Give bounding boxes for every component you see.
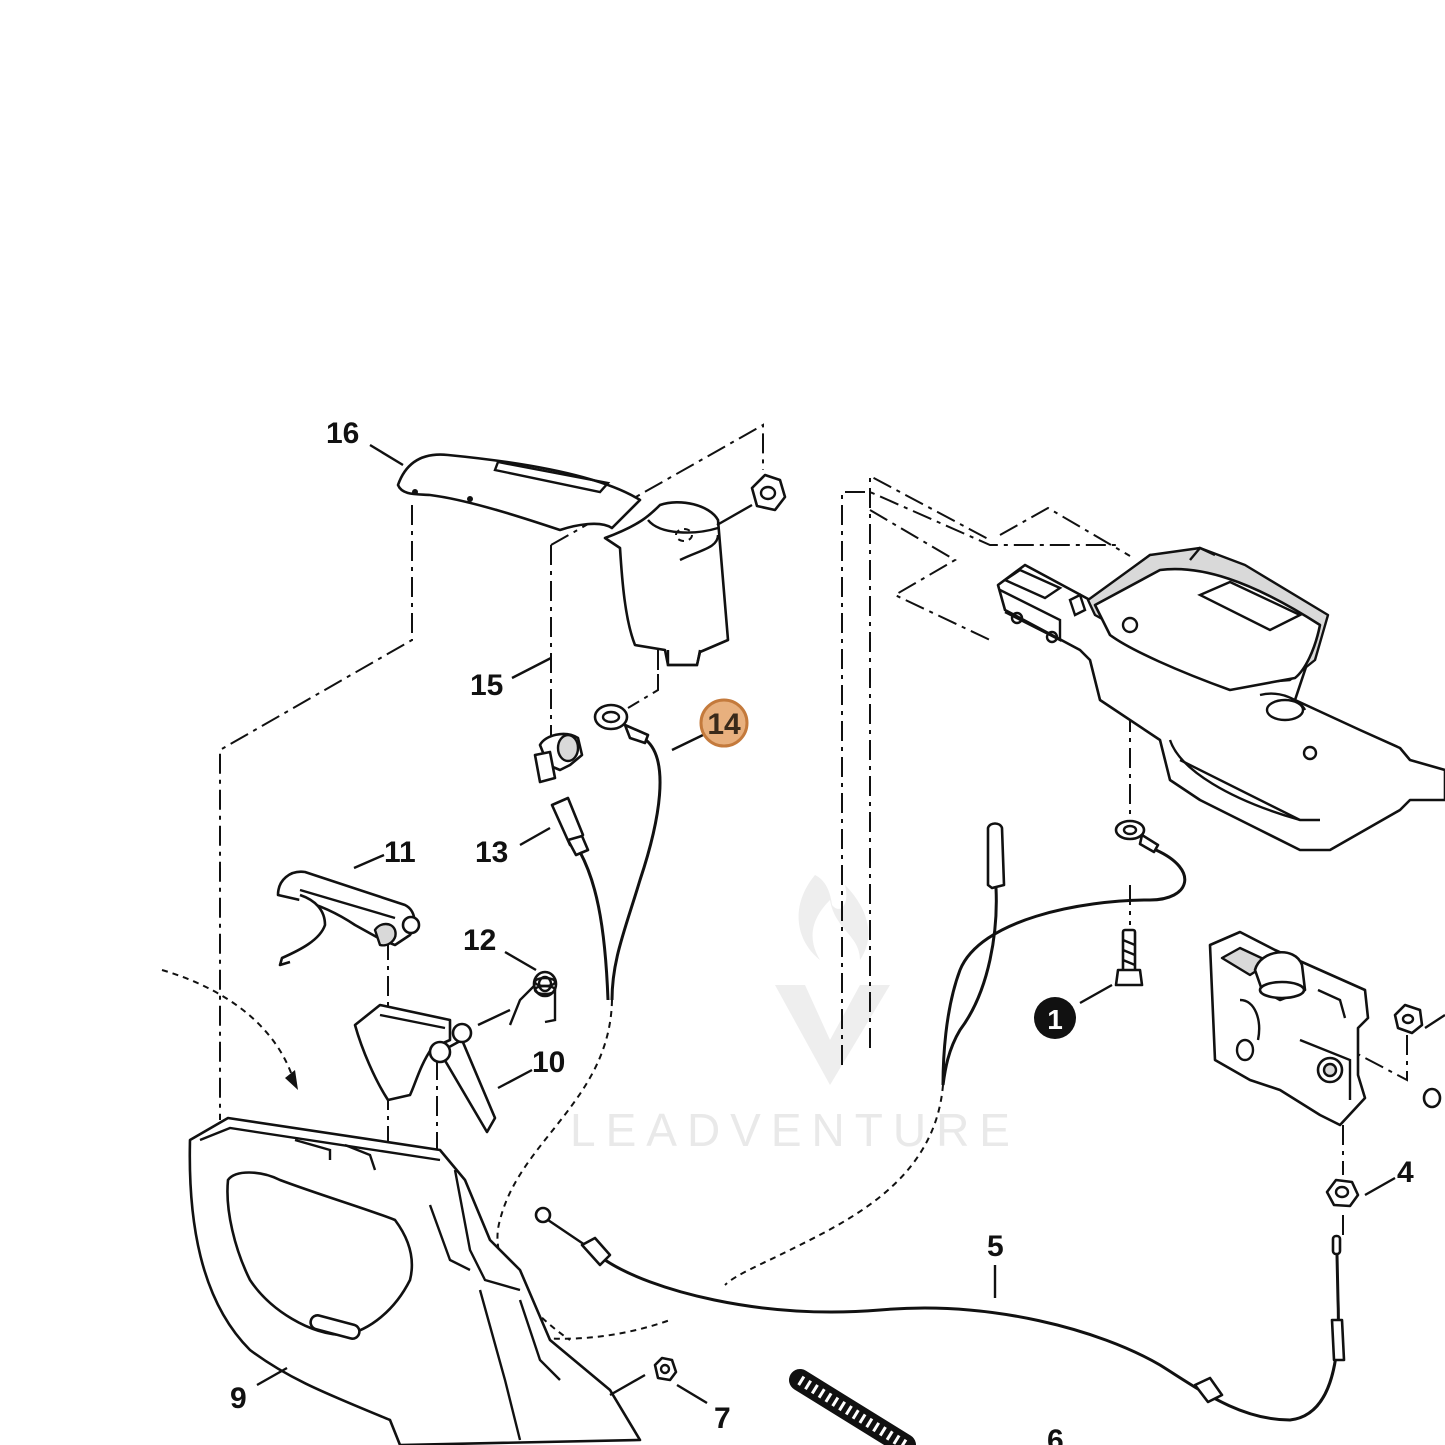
routing-lines <box>161 969 944 1341</box>
part-13-connector <box>550 796 610 1001</box>
carburetor <box>1208 930 1370 1127</box>
callout-10: 10 <box>532 1046 565 1079</box>
part-9-rear-handle <box>188 1116 642 1445</box>
spark-plug-terminal <box>941 822 1006 1086</box>
callout-6: 6 <box>1047 1424 1064 1445</box>
part-10-throttle-trigger <box>353 1003 497 1134</box>
part-14-ground-wire <box>593 703 662 1001</box>
callout-4: 4 <box>1397 1156 1414 1189</box>
callout-16: 16 <box>326 417 359 450</box>
callout-14-highlight[interactable]: 14 <box>699 698 749 748</box>
callout-labels: 16 15 13 11 12 10 4 5 6 7 9 <box>230 417 1414 1445</box>
callout-15: 15 <box>470 669 503 702</box>
callout-1: 1 <box>1047 1004 1063 1035</box>
callout-12: 12 <box>463 924 496 957</box>
part-15-switch-housing <box>603 501 730 667</box>
part-11-throttle-lockout <box>276 870 421 967</box>
nut-right-icon <box>1393 1003 1442 1109</box>
part-15-switch <box>533 732 584 784</box>
engine-housing <box>996 546 1445 852</box>
leader-lines <box>256 443 1445 1405</box>
callout-9: 9 <box>230 1382 247 1415</box>
part-16-handle-cover <box>396 453 642 532</box>
part-4-nut <box>1325 1178 1360 1208</box>
callout-13: 13 <box>475 836 508 869</box>
callout-5: 5 <box>987 1230 1004 1263</box>
callout-11: 11 <box>384 836 416 869</box>
part-5-throttle-cable <box>534 1206 1346 1422</box>
nut-top-icon <box>750 473 787 512</box>
part-1-bolt <box>1114 928 1144 987</box>
part-6-spring-coil <box>789 1369 916 1445</box>
callout-7: 7 <box>714 1402 731 1435</box>
watermark-logo-icon <box>775 875 890 1085</box>
ground-lead <box>941 819 1187 1086</box>
watermark-text: LEADVENTURE <box>570 1104 1020 1156</box>
callout-1-badge: 1 <box>1034 997 1076 1039</box>
callout-14: 14 <box>707 708 741 741</box>
part-12-spring <box>508 970 558 1026</box>
part-7-nut <box>653 1356 678 1382</box>
